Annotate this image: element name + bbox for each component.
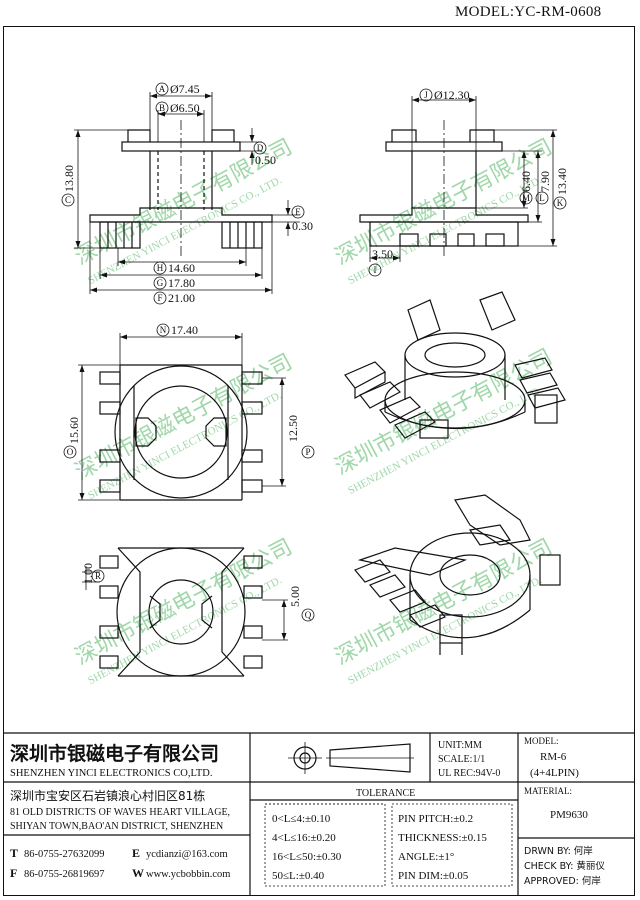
label-letter: N [160,325,167,335]
pin-row-1: THICKNESS:±0.15 [398,832,487,844]
isometric-view-bottom [354,494,561,655]
dim-h: 14.60 [168,261,195,275]
isometric-view-top [344,291,566,439]
dim-g: 17.80 [168,276,195,290]
tol-row-0: 0<L≤4:±0.10 [272,813,331,825]
email-value: ycdianzi@163.com [146,849,228,860]
drawing-frame [3,26,635,896]
tol-row-1: 4<L≤16:±0.20 [272,832,336,844]
dim-a: Ø7.45 [170,82,200,96]
pin-row-0: PIN PITCH:±0.2 [398,813,473,825]
dim-i: 3.50 [372,247,393,261]
label-letter: F [157,293,162,303]
front-view [89,120,273,258]
tel-label: T [10,846,18,860]
fax-label: F [10,866,17,880]
ul-rec-text: UL REC:94V-0 [438,768,500,779]
label-letter: Q [305,610,312,620]
fax-value: 86-0755-26819697 [24,869,105,880]
watermark-cn: 深圳市银磁电子有限公司 [71,350,296,486]
material-value: PM9630 [550,809,588,821]
dim-m: 6.40 [519,171,533,192]
dim-l: 7.90 [538,171,552,192]
dim-c: 13.80 [62,165,76,192]
label-letter: A [159,84,166,94]
drawn-by: DRWN BY: 何岸 [524,845,593,857]
watermark-cn: 深圳市银磁电子有限公司 [71,535,296,671]
model-value1: RM-6 [540,751,567,763]
tolerance-label: TOLERANCE [356,788,415,799]
label-letter: G [157,278,164,288]
dim-e: 0.30 [292,219,313,233]
dim-r: 1.00 [81,563,95,584]
label-letter: R [95,571,101,581]
label-letter: C [65,195,71,205]
address-en1: 81 OLD DISTRICTS OF WAVES HEART VILLAGE, [10,807,230,818]
address-en2: SHIYAN TOWN,BAO'AN DISTRICT, SHENZHEN [10,821,223,832]
label-letter: H [157,263,164,273]
unit-text: UNIT:MM [438,740,482,751]
dim-o: 15.60 [67,417,81,444]
dim-k: 13.40 [555,168,569,195]
dim-n: 17.40 [171,323,198,337]
approved-by: APPROVED: 何岸 [524,875,601,887]
label-letter: K [557,198,564,208]
dim-q: 5.00 [288,586,302,607]
bottom-view [99,547,263,677]
label-letter: M [522,193,530,203]
address-cn: 深圳市宝安区石岩镇浪心村旧区81栋 [10,788,205,803]
dim-d: 0.50 [255,153,276,167]
pin-row-3: PIN DIM:±0.05 [398,870,469,882]
label-letter: P [305,447,310,457]
scale-text: SCALE:1/1 [438,754,485,765]
pin-row-2: ANGLE:±1° [398,851,454,863]
check-by: CHECK BY: 黄丽仪 [524,860,605,872]
model-label: MODEL: [524,736,559,746]
label-letter: B [159,103,165,113]
label-letter: O [67,447,74,457]
model-title: MODEL:YC-RM-0608 [455,4,602,20]
email-label: E [132,846,140,860]
title-block-lines [3,732,635,896]
company-en: SHENZHEN YINCI ELECTRONICS CO,LTD. [10,768,213,779]
material-label: MATERIAL: [524,786,572,796]
company-cn: 深圳市银磁电子有限公司 [10,742,219,765]
model-value2: (4+4LPIN) [530,767,579,779]
label-letter: J [424,90,428,100]
tol-row-3: 50≤L:±0.40 [272,870,325,882]
label-letter: I [374,265,377,275]
web-value: www.ycbobbin.com [146,869,230,880]
dim-f: 21.00 [168,291,195,305]
dim-b: Ø6.50 [170,101,200,115]
dim-p: 12.50 [286,415,300,442]
label-letter: L [539,193,545,203]
tel-value: 86-0755-27632099 [24,849,105,860]
tol-row-2: 16<L≤50:±0.30 [272,851,342,863]
web-label: W [132,866,144,880]
label-letter: D [257,143,264,153]
dim-j: Ø12.30 [434,88,470,102]
label-letter: E [295,207,301,217]
